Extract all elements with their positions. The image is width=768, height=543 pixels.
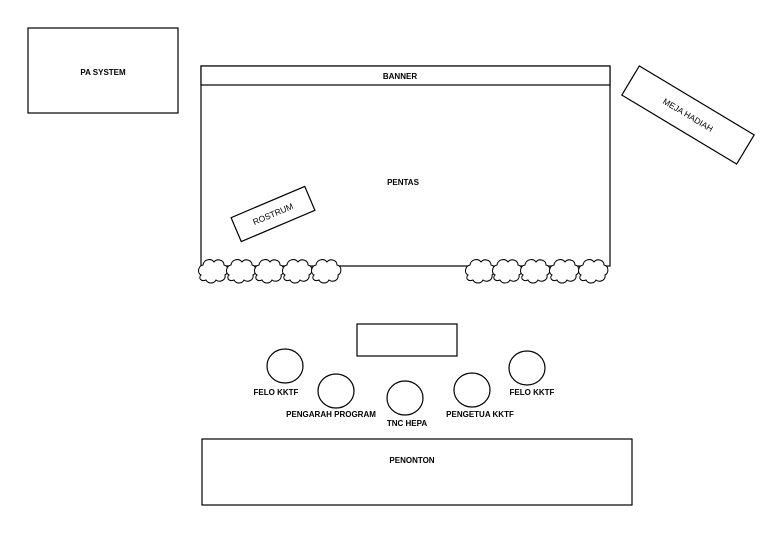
seat-tnc-hepa [386,380,424,416]
pengetua-kktf-label: PENGETUA KKTF [446,410,514,419]
audience-box [201,438,633,506]
stage-box [200,65,611,267]
plant-shrub [311,259,342,284]
rostrum-box [230,185,316,243]
seat-felo-kktf-left [266,348,304,384]
plants-right [465,259,609,284]
felo-kktf-left-label: FELO KKTF [254,388,299,397]
vip-table [356,323,458,357]
plants-left [198,259,342,284]
audience-label: PENONTON [389,456,434,465]
pa-system-box [27,27,179,114]
plant-shrub [578,259,609,284]
pa-system-label: PA SYSTEM [80,68,126,77]
banner-label: BANNER [383,72,417,81]
seat-pengarah-program [317,373,355,409]
seat-felo-kktf-right [508,350,546,386]
meja-hadiah: MEJA HADIAH [620,65,756,165]
seat-pengetua-kktf [453,372,491,408]
pengarah-program-label: PENGARAH PROGRAM [286,410,376,419]
tnc-hepa-label: TNC HEPA [387,419,428,428]
felo-kktf-right-label: FELO KKTF [510,388,555,397]
meja-hadiah-box [620,65,756,165]
banner-box [200,65,611,86]
stage-label: PENTAS [387,178,420,187]
